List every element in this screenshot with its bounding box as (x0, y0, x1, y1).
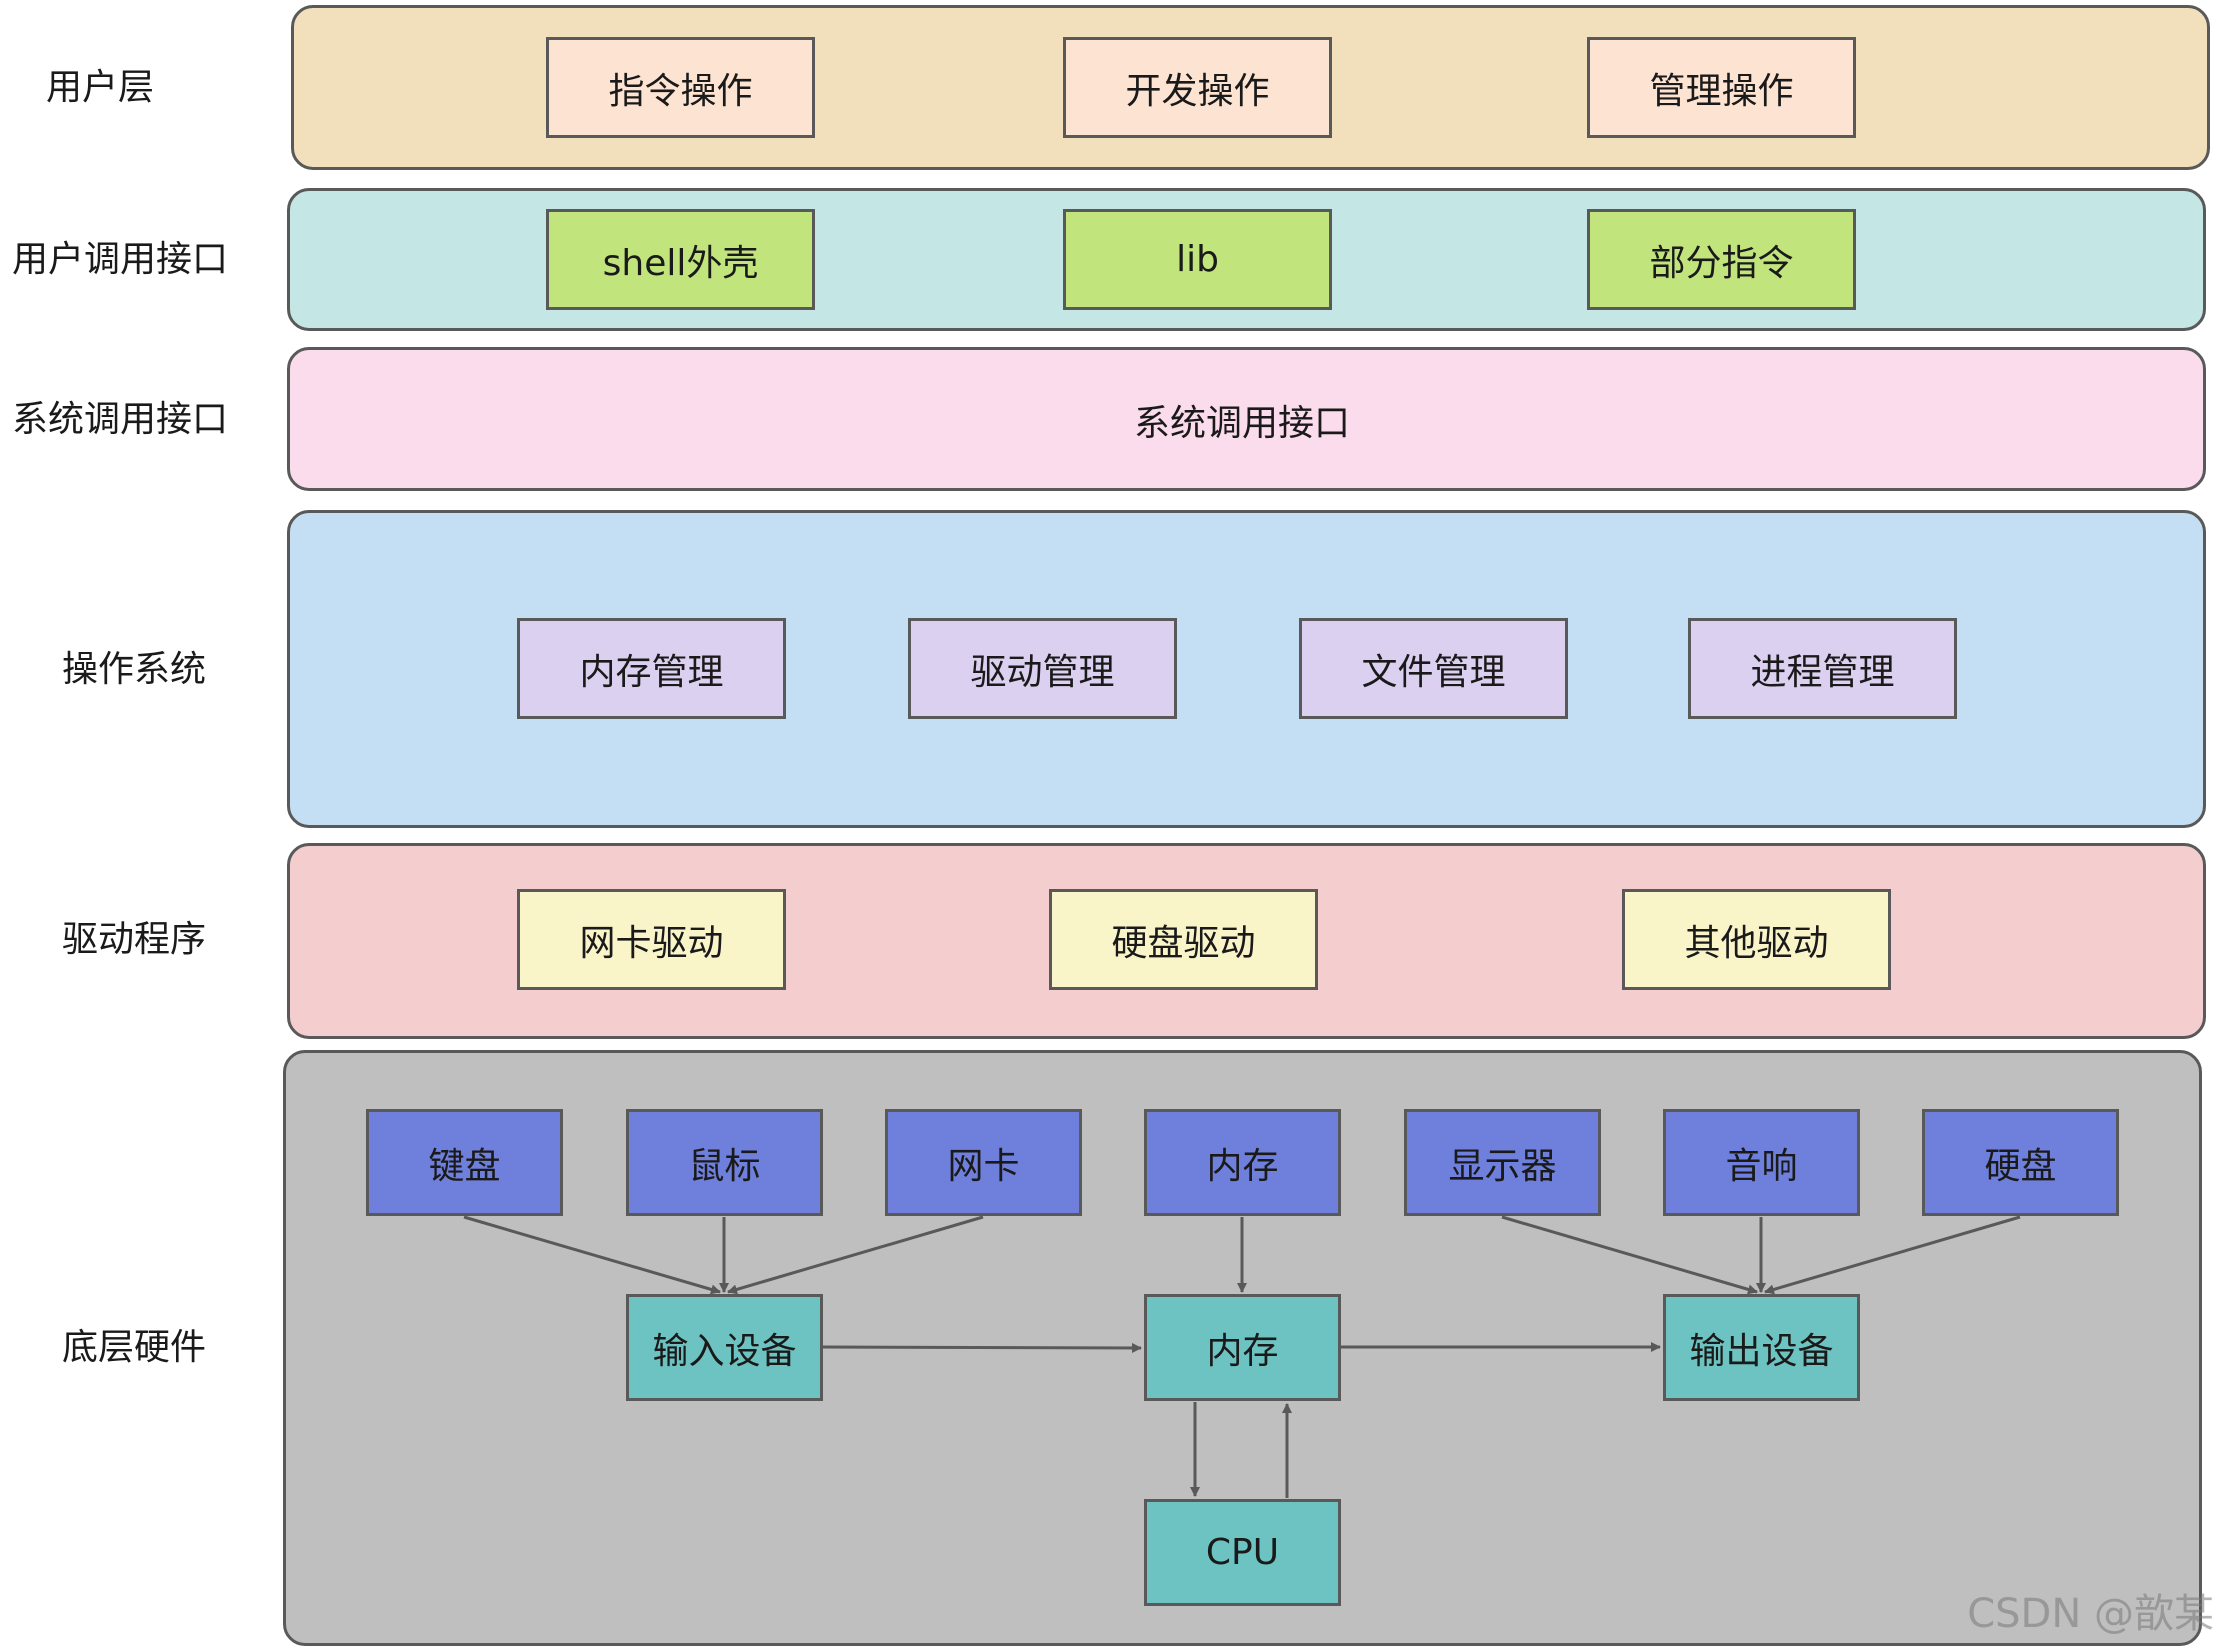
node-disk-driver: 硬盘驱动 (1049, 889, 1318, 990)
node-memory-management: 内存管理 (517, 618, 786, 719)
node-file-management: 文件管理 (1299, 618, 1568, 719)
label-hardware-layer: 底层硬件 (62, 1327, 207, 1368)
node-cpu: CPU (1144, 1499, 1341, 1606)
label-user-interface-layer: 用户调用接口 (12, 239, 229, 280)
device-memory: 内存 (1144, 1109, 1341, 1216)
node-input-devices: 输入设备 (626, 1294, 823, 1401)
node-process-management: 进程管理 (1688, 618, 1957, 719)
syscall-text: 系统调用接口 (1133, 403, 1351, 444)
node-output-devices: 输出设备 (1663, 1294, 1860, 1401)
arrow-nic-to-input (727, 1215, 984, 1295)
node-nic-driver: 网卡驱动 (517, 889, 786, 990)
device-keyboard: 键盘 (366, 1109, 563, 1216)
node-lib: lib (1063, 209, 1332, 310)
node-other-driver: 其他驱动 (1622, 889, 1891, 990)
device-speaker: 音响 (1663, 1109, 1860, 1216)
device-mouse: 鼠标 (626, 1109, 823, 1216)
node-shell: shell外壳 (546, 209, 815, 310)
label-drivers-layer: 驱动程序 (62, 919, 207, 960)
label-syscall-layer: 系统调用接口 (12, 399, 229, 440)
watermark: CSDN @歆某 (1967, 1591, 2214, 1637)
band-syscall-layer (287, 347, 2206, 491)
arrow-keyboard-to-input (463, 1215, 721, 1295)
label-user-layer: 用户层 (46, 67, 155, 108)
label-os-layer: 操作系统 (62, 649, 207, 690)
node-driver-management: 驱动管理 (908, 618, 1177, 719)
device-display: 显示器 (1404, 1109, 1601, 1216)
device-nic: 网卡 (885, 1109, 1082, 1216)
device-disk: 硬盘 (1922, 1109, 2119, 1216)
arrow-input-to-memory (822, 1342, 1142, 1353)
node-command-operation: 指令操作 (546, 37, 815, 138)
node-admin-operation: 管理操作 (1587, 37, 1856, 138)
arrow-disk-to-output (1764, 1215, 2021, 1295)
arrow-display-to-output (1501, 1215, 1758, 1295)
node-main-memory: 内存 (1144, 1294, 1341, 1401)
node-dev-operation: 开发操作 (1063, 37, 1332, 138)
node-partial-commands: 部分指令 (1587, 209, 1856, 310)
